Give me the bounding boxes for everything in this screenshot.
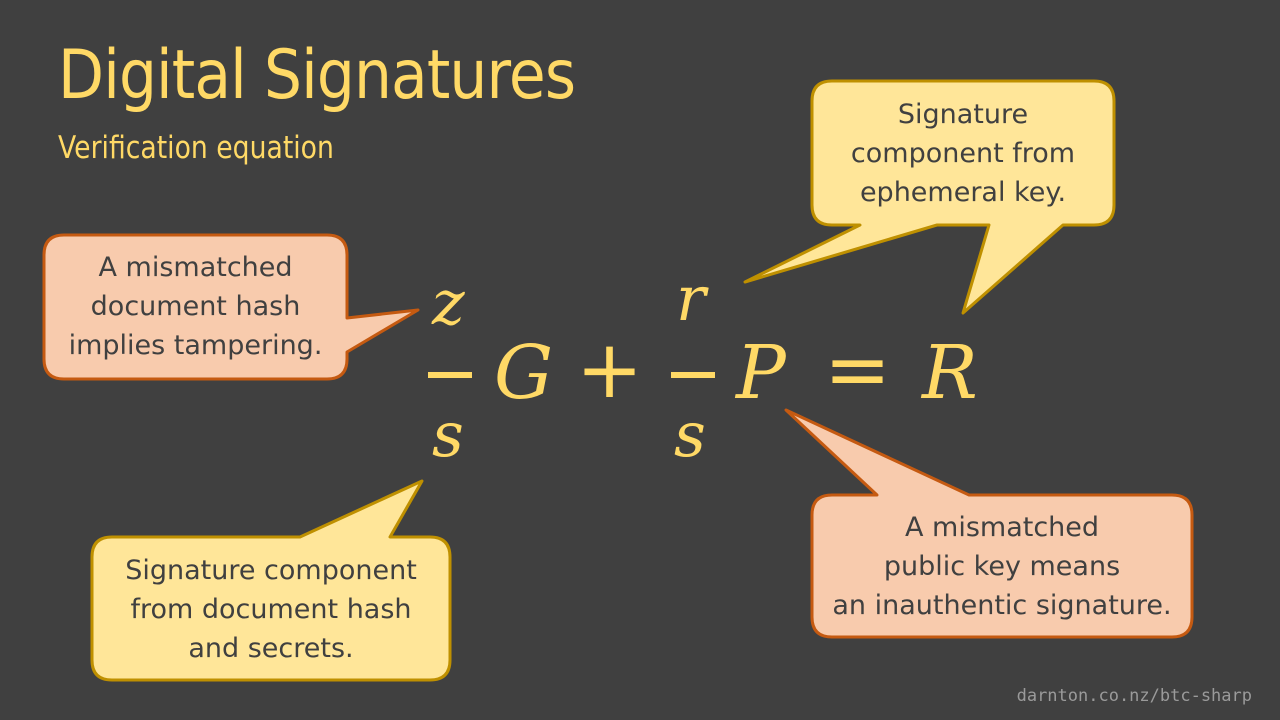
term-g: G (494, 330, 554, 416)
callout-line: an inauthentic signature. (832, 590, 1172, 621)
callout-line: component from (850, 138, 1076, 169)
callout-line: public key means (883, 551, 1121, 582)
slide-subtitle: Verification equation (58, 130, 334, 166)
frac1-bar (428, 372, 472, 378)
callout-doc-hash: Signature component from document hash a… (92, 551, 450, 668)
frac2-denominator: s (674, 398, 706, 471)
callout-line: Signature component (125, 555, 417, 586)
callout-bubble-doc-hash (90, 479, 452, 682)
callout-bubble-public-key (784, 408, 1194, 639)
term-r: R (922, 330, 978, 416)
frac1-numerator: z (432, 266, 465, 339)
callout-line: implies tampering. (68, 330, 323, 361)
slide-title: Digital Signatures (58, 36, 576, 115)
callout-line: document hash (90, 291, 301, 322)
equals-sign: = (824, 323, 892, 416)
callout-line: A mismatched (904, 512, 1100, 543)
callout-ephemeral: Signature component from ephemeral key. (812, 95, 1114, 212)
frac2-numerator: r (676, 262, 706, 335)
callout-line: and secrets. (188, 633, 354, 664)
frac2-bar (671, 372, 715, 378)
callout-hash-tamper: A mismatched document hash implies tampe… (44, 248, 347, 365)
callout-line: A mismatched (98, 252, 293, 283)
callout-bubble-hash-tamper (42, 233, 420, 381)
term-p: P (736, 330, 786, 416)
callout-bubble-ephemeral (743, 79, 1116, 315)
footer-url: darnton.co.nz/btc-sharp (1016, 686, 1252, 706)
frac1-denominator: s (432, 398, 464, 471)
callout-line: from document hash (130, 594, 412, 625)
plus-sign: + (576, 323, 644, 416)
callout-line: Signature (897, 99, 1029, 130)
callout-public-key: A mismatched public key means an inauthe… (812, 508, 1192, 625)
callout-line: ephemeral key. (859, 177, 1067, 208)
